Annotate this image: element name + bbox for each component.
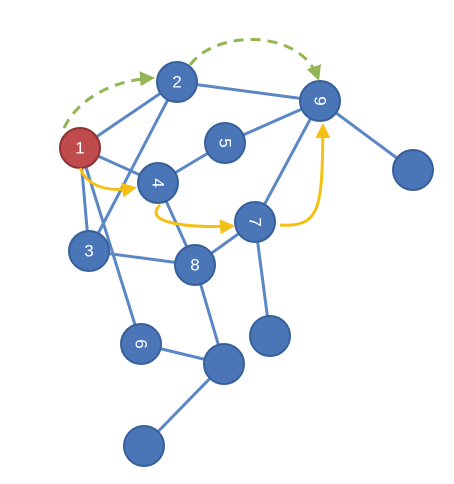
edge-n2-n9 — [176, 80, 321, 103]
graph-node: 3 — [68, 230, 110, 272]
node-circle — [156, 61, 198, 103]
node-label: 5 — [216, 138, 235, 147]
graph-node: 4 — [137, 162, 179, 204]
solid-arrow-1-to-4 — [78, 167, 137, 198]
edges-layer — [78, 80, 414, 448]
dashed-arrow-2-to-6 — [188, 38, 321, 81]
node-circle — [392, 149, 434, 191]
graph-node: 2 — [156, 61, 198, 103]
nodes-layer: 1 2 9 5 4 7 3 8 6 — [59, 61, 434, 467]
edge-n2-n3 — [87, 81, 179, 252]
graph-node — [123, 425, 165, 467]
node-label: 9 — [311, 96, 330, 105]
node-circle — [174, 244, 216, 286]
traversal-arrows — [62, 38, 331, 235]
node-circle — [123, 425, 165, 467]
node-circle — [234, 201, 276, 243]
node-circle — [299, 80, 341, 122]
node-circle — [137, 162, 179, 204]
graph-node: 6 — [120, 323, 162, 365]
graph-node: 9 — [299, 80, 341, 122]
graph-node — [203, 343, 245, 385]
node-circle — [204, 122, 246, 164]
graph-node — [249, 315, 291, 357]
node-circle — [120, 323, 162, 365]
node-label: 4 — [149, 178, 168, 187]
solid-arrow-4-to-7 — [154, 203, 235, 235]
dashed-arrow-1-to-2 — [62, 71, 155, 129]
node-circle — [68, 230, 110, 272]
node-label: 2 — [172, 73, 181, 92]
graph-node: 8 — [174, 244, 216, 286]
node-label: 3 — [84, 242, 93, 261]
solid-arrow-7-to-6 — [279, 123, 331, 227]
graph-node — [392, 149, 434, 191]
node-label: 7 — [246, 217, 265, 226]
node-circle — [203, 343, 245, 385]
start-node: 1 — [59, 127, 101, 169]
node-label: 6 — [132, 339, 151, 348]
graph-node: 7 — [234, 201, 276, 243]
node-label: 8 — [190, 256, 199, 275]
edge-n7-n9 — [253, 100, 322, 223]
node-circle — [249, 315, 291, 357]
graph-node: 5 — [204, 122, 246, 164]
node-label: 1 — [75, 139, 84, 158]
